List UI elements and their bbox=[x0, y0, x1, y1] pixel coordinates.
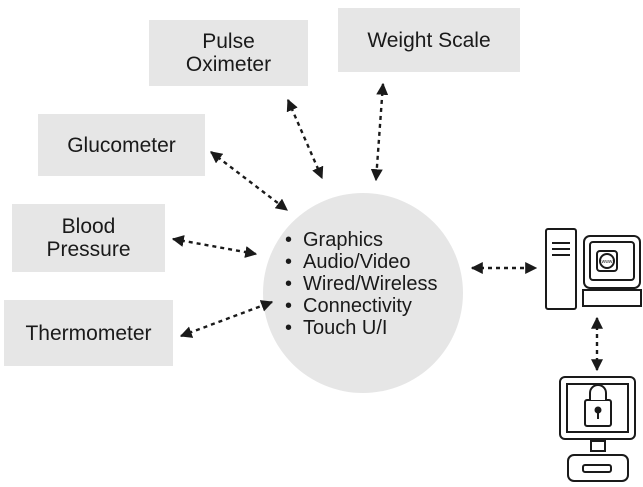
pulse-oximeter-label-line1: Pulse bbox=[202, 30, 255, 53]
arrow-blood-pressure bbox=[171, 235, 258, 258]
hub-feature-audio-video: Audio/Video bbox=[285, 251, 437, 273]
weight-scale-label: Weight Scale bbox=[367, 28, 491, 52]
hub-feature-touch-ui: Touch U/I bbox=[285, 317, 437, 339]
hub-feature-graphics: Graphics bbox=[285, 229, 437, 251]
secure-terminal-icon bbox=[559, 376, 636, 482]
arrow-thermometer bbox=[179, 300, 274, 338]
hub-feature-connectivity: Connectivity bbox=[285, 295, 437, 317]
arrow-glucometer bbox=[210, 151, 288, 211]
arrow-weight-scale bbox=[370, 82, 389, 182]
thermometer-box: Thermometer bbox=[4, 300, 173, 366]
blood-pressure-label-line1: Blood bbox=[61, 215, 116, 238]
www-glyph: www bbox=[602, 259, 613, 265]
hub-feature-wired-wireless: Wired/Wireless bbox=[285, 273, 437, 295]
glucometer-box: Glucometer bbox=[38, 114, 205, 176]
arrow-pulse-oximeter bbox=[286, 98, 324, 180]
blood-pressure-label-line2: Pressure bbox=[46, 238, 131, 261]
desktop-computer-icon: www bbox=[545, 228, 642, 310]
thermometer-label: Thermometer bbox=[25, 321, 152, 345]
weight-scale-box: Weight Scale bbox=[338, 8, 520, 72]
blood-pressure-box: Blood Pressure bbox=[12, 204, 165, 272]
pulse-oximeter-label-line2: Oximeter bbox=[185, 53, 272, 76]
hub-feature-list: Graphics Audio/Video Wired/Wireless Conn… bbox=[285, 229, 437, 339]
pulse-oximeter-box: Pulse Oximeter bbox=[149, 20, 308, 86]
glucometer-label: Glucometer bbox=[67, 133, 176, 157]
